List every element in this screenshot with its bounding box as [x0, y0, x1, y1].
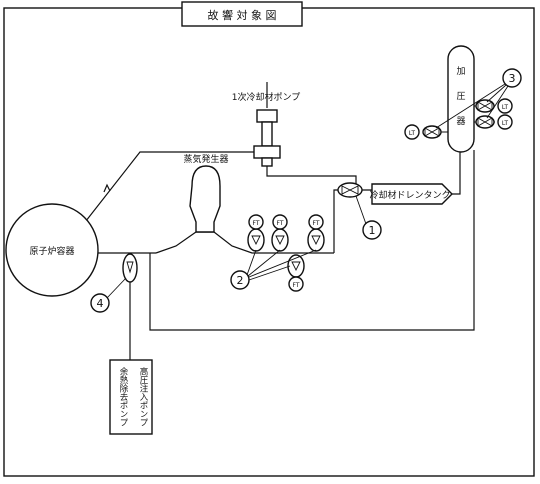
lt-valve-2-symbol	[477, 101, 493, 111]
sg-valve-3-symbol	[311, 235, 321, 246]
marker-2-label: 2	[237, 274, 244, 287]
lt-label-2: LT	[502, 104, 509, 111]
drain-tank	[371, 183, 453, 205]
pressurizer	[447, 45, 475, 153]
ft-label-4: FT	[292, 282, 299, 289]
marker-3-leaders	[435, 83, 509, 129]
drain-tank-label: 冷却材ドレンタンク	[369, 189, 450, 201]
marker-4-leader	[106, 277, 127, 299]
steam-generator-label: 蒸気発生器	[183, 153, 228, 165]
pressurizer-drain-line	[450, 150, 461, 195]
reactor-vessel-label: 原子炉容器	[29, 245, 74, 257]
ft-gauge-2	[272, 214, 288, 230]
hot-leg-line	[81, 151, 258, 227]
marker-3	[502, 68, 522, 88]
marker-3-label: 3	[509, 72, 516, 85]
ft-gauge-1	[248, 214, 264, 230]
lt-gauge-3	[497, 114, 513, 130]
pressurizer-label-2: 圧	[456, 91, 465, 102]
ft-label-1: FT	[252, 220, 259, 227]
diagram-title: 故 響 対 象 図	[208, 8, 277, 22]
ft-gauge-4	[288, 276, 304, 292]
pump-shaft	[261, 121, 273, 147]
lt-valve-1-symbol	[424, 127, 440, 137]
sg-valve-3	[307, 228, 325, 252]
lt-label-1: LT	[409, 130, 416, 137]
sg-valve-1-symbol	[251, 235, 261, 246]
pressurizer-label-1: 加	[456, 66, 465, 77]
marker-2-leaders	[246, 249, 317, 281]
lt-label-3: LT	[502, 120, 509, 127]
bottom-return-line	[149, 150, 475, 331]
sg-valve-2	[271, 228, 289, 252]
ft-gauge-3	[308, 214, 324, 230]
sg-valve-2-symbol	[275, 235, 285, 246]
injection-pump-label-2: 余熱除去ポンプ	[118, 367, 128, 427]
lt-valve-3-symbol	[477, 117, 493, 127]
sg-valve-1	[247, 228, 265, 252]
pump-casing	[253, 145, 281, 159]
pump-drain-line	[266, 164, 357, 190]
marker-4	[90, 293, 110, 313]
pump-nozzle	[261, 157, 273, 167]
lt-gauge-2	[497, 98, 513, 114]
pump-motor-top	[256, 109, 278, 123]
title-box	[181, 1, 303, 27]
injection-pump-label-1: 高圧注入ポンプ	[138, 367, 148, 427]
steam-generator	[189, 165, 221, 233]
marker-1	[362, 220, 382, 240]
ft-label-2: FT	[276, 220, 283, 227]
drain-valve-symbol	[341, 185, 359, 195]
sg-valve-4-symbol	[291, 261, 301, 272]
flow-arrow-up	[103, 183, 111, 193]
reactor-vessel	[5, 203, 99, 297]
marker-4-label: 4	[97, 297, 104, 310]
primary-pump-label: 1次冷却材ポンプ	[232, 91, 300, 103]
ft-label-3: FT	[312, 220, 319, 227]
marker-1-label: 1	[369, 224, 376, 237]
marker-1-leader	[355, 195, 367, 225]
injection-valve	[122, 253, 138, 283]
injection-pump-box	[109, 359, 153, 435]
pressurizer-label-3: 器	[456, 116, 465, 127]
injection-valve-symbol	[126, 261, 134, 274]
lt-gauge-1	[404, 124, 420, 140]
